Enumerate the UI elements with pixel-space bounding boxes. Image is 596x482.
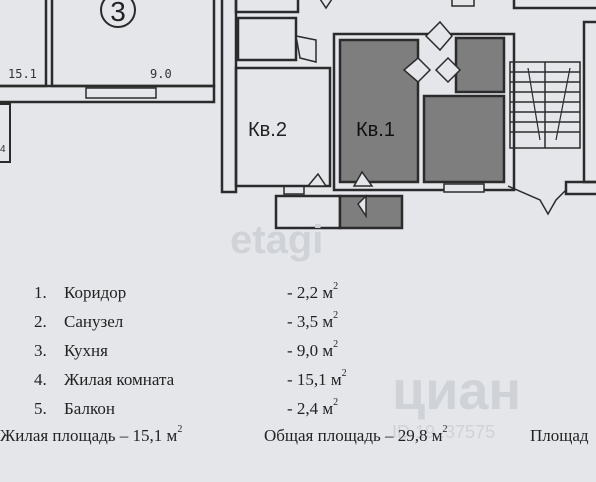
room-area: - 9,0 м2 <box>287 339 339 361</box>
unit-power: 2 <box>333 397 339 409</box>
unit-power: 2 <box>442 424 448 436</box>
apartment-2 <box>220 0 342 230</box>
room-name: Жилая комната <box>64 370 175 389</box>
room-area: - 2,2 м2 <box>287 281 339 303</box>
room-area-value: - 2,4 м <box>287 399 334 418</box>
row-number: 1. <box>34 283 47 302</box>
room-area: - 3,5 м2 <box>287 310 339 332</box>
room-name: Кухня <box>64 341 108 360</box>
stairwell-number: 3 <box>110 0 126 27</box>
dimension-right: 9.0 <box>150 67 172 81</box>
room-area-value: - 9,0 м <box>287 341 334 360</box>
row-number: 2. <box>34 312 47 331</box>
total-area-text: Общая площадь – 29,8 м <box>264 426 443 445</box>
apartment-1 <box>332 32 516 230</box>
right-rooms <box>451 0 596 216</box>
left-edge-mark: 4 <box>0 144 6 155</box>
unit-power: 2 <box>333 310 339 322</box>
row-number: 3. <box>34 341 47 360</box>
room-area-value: - 3,5 м <box>287 312 334 331</box>
upper-left-rooms <box>0 0 216 104</box>
living-area-text: Жилая площадь – 15,1 м <box>0 426 178 445</box>
row-number: 4. <box>34 370 47 389</box>
left-edge-fragment <box>0 103 11 163</box>
room-name: Коридор <box>64 283 127 302</box>
unit-power: 2 <box>341 368 347 380</box>
room-area: - 15,1 м2 <box>287 368 347 390</box>
stairwell-marker <box>100 0 136 28</box>
apartment-1-label: Кв.1 <box>356 119 395 141</box>
dimension-left: 15.1 <box>8 67 37 81</box>
apartment-2-label: Кв.2 <box>248 119 287 141</box>
row-number: 5. <box>34 399 47 418</box>
room-area-value: - 15,1 м <box>287 370 342 389</box>
total-area: Общая площадь – 29,8 м2 <box>264 424 448 446</box>
room-area-value: - 2,2 м <box>287 283 334 302</box>
unit-power: 2 <box>333 281 339 293</box>
stair-flight <box>509 61 581 149</box>
unit-power: 2 <box>177 424 183 436</box>
room-name: Балкон <box>64 399 115 418</box>
unit-power: 2 <box>333 339 339 351</box>
living-area-total: Жилая площадь – 15,1 м2 <box>0 424 183 446</box>
room-name: Санузел <box>64 312 124 331</box>
truncated-area-label: Площад <box>530 426 589 445</box>
room-area: - 2,4 м2 <box>287 397 339 419</box>
door-swings <box>295 0 462 219</box>
